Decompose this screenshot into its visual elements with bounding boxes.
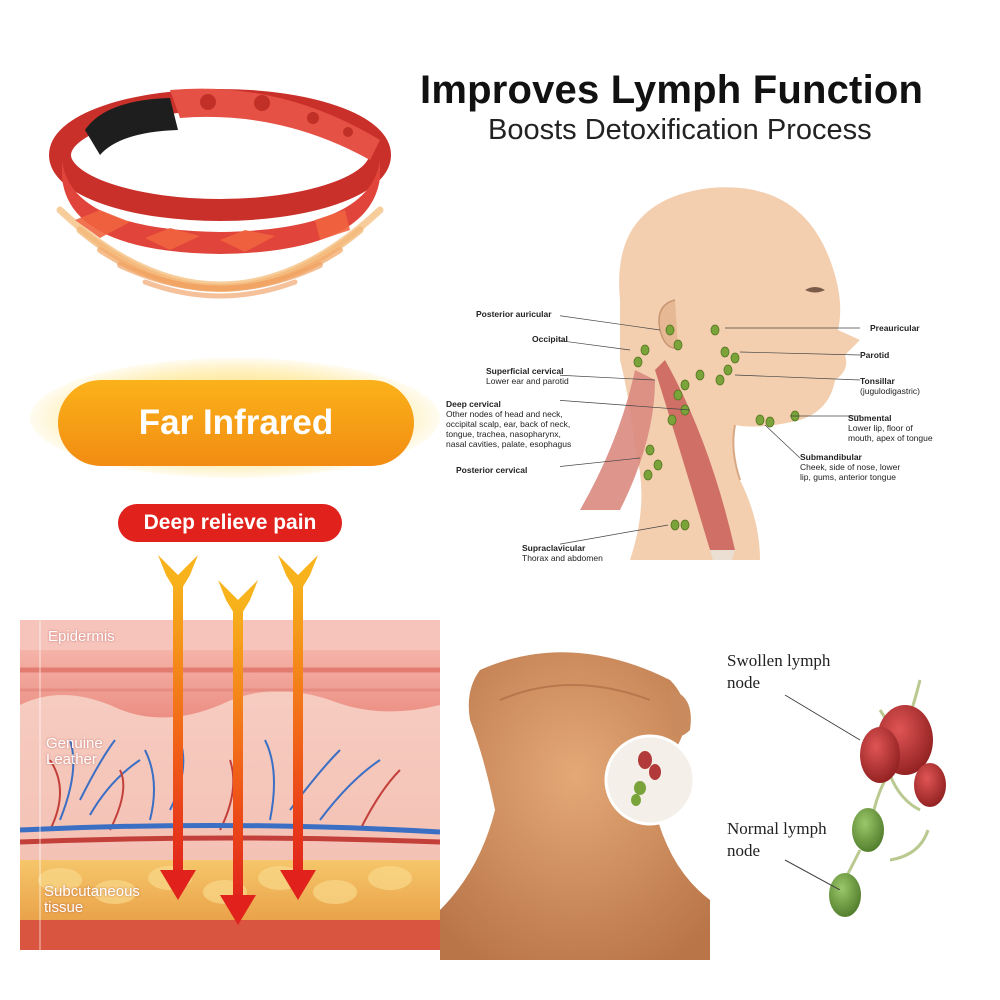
arrow-middle [218, 580, 258, 925]
headline-title: Improves Lymph Function [420, 68, 924, 112]
label-superficial-cervical: Superficial cervical [486, 366, 564, 376]
label-genuine-leather: Genuine Leather [46, 735, 103, 768]
label-submental-sub2: mouth, apex of tongue [848, 433, 933, 443]
label-tonsillar-sub: (jugulodigastric) [860, 386, 920, 396]
bracelet-illustration [49, 88, 391, 299]
label-submental: Submental [848, 413, 892, 423]
lymph-node-closeup [829, 679, 946, 917]
infrared-arrows [158, 555, 318, 925]
label-epidermis: Epidermis [48, 628, 115, 645]
label-tonsillar: Tonsillar [860, 376, 895, 386]
arrow-right [278, 555, 318, 900]
label-posterior-auricular: Posterior auricular [476, 309, 552, 319]
label-deep-cervical-sub2: occipital scalp, ear, back of neck, [446, 419, 571, 429]
label-deep-cervical-sub1: Other nodes of head and neck, [446, 409, 563, 419]
node-pointer-lines [784, 694, 861, 890]
label-preauricular: Preauricular [870, 323, 920, 333]
label-subcutaneous: Subcutaneous tissue [44, 883, 140, 916]
label-supraclavicular: Supraclavicular [522, 543, 586, 553]
headline-subtitle: Boosts Detoxification Process [488, 114, 872, 146]
label-deep-cervical-sub3: tongue, trachea, nasopharynx, [446, 429, 561, 439]
label-superficial-cervical-sub: Lower ear and parotid [486, 376, 569, 386]
label-deep-cervical-sub4: nasal cavities, palate, esophagus [446, 439, 572, 449]
arrow-left [158, 555, 198, 900]
skin-cross-section [20, 620, 440, 950]
label-posterior-cervical: Posterior cervical [456, 465, 528, 475]
label-submandibular: Submandibular [800, 452, 862, 462]
label-parotid: Parotid [860, 350, 890, 360]
label-submandibular-sub2: lip, gums, anterior tongue [800, 472, 896, 482]
neck-illustration [440, 652, 710, 960]
head-lymph-diagram [560, 187, 861, 561]
label-deep-cervical: Deep cervical [446, 399, 501, 409]
label-normal-lymph-node: Normal lymph node [727, 819, 827, 860]
label-occipital: Occipital [532, 334, 568, 344]
label-submental-sub1: Lower lip, floor of [848, 423, 913, 433]
label-swollen-lymph-node: Swollen lymph node [727, 651, 831, 692]
label-supraclavicular-sub: Thorax and abdomen [522, 553, 603, 563]
deep-relieve-badge: Deep relieve pain [118, 504, 342, 542]
label-submandibular-sub1: Cheek, side of nose, lower [800, 462, 901, 472]
far-infrared-badge: Far Infrared [58, 380, 414, 466]
